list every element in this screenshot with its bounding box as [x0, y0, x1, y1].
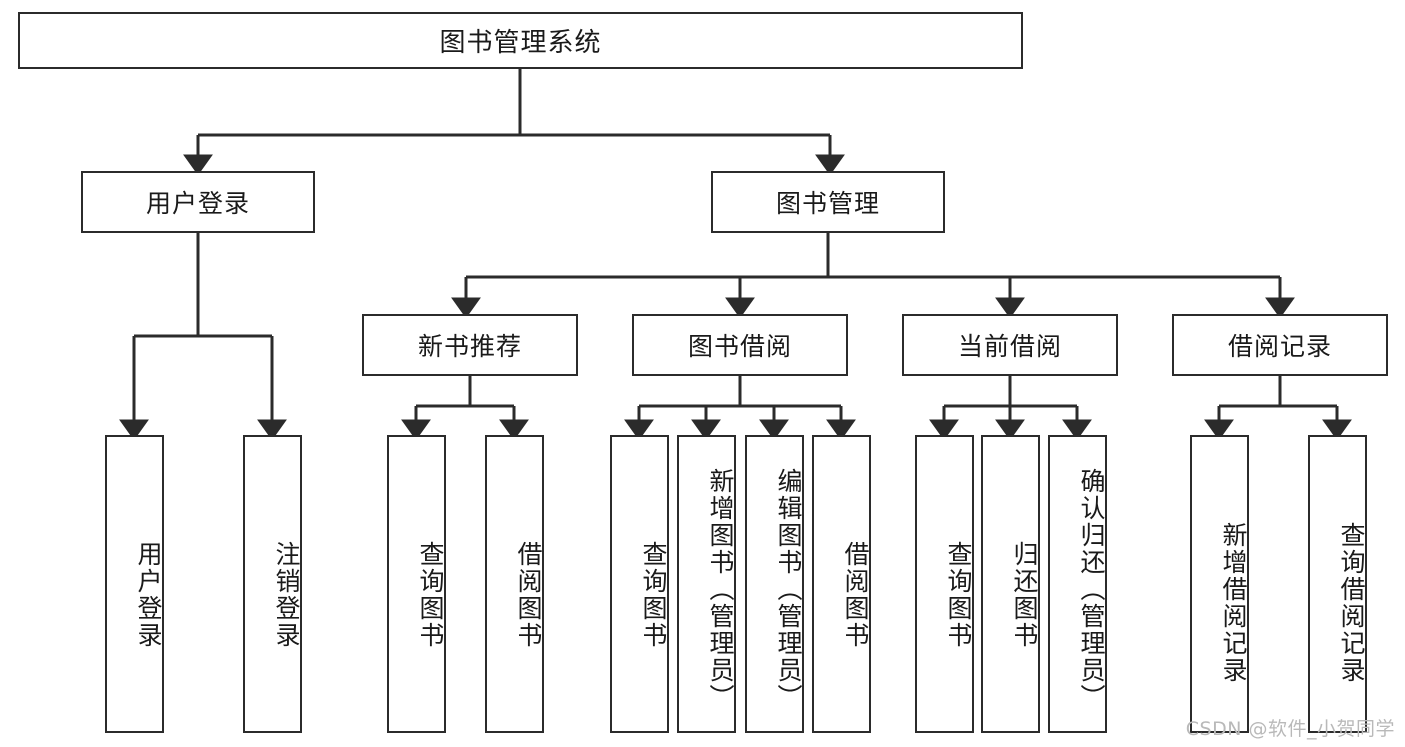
leaf-query-record[interactable]: 查询借阅记录 — [1308, 435, 1367, 733]
node-new-book-recommend[interactable]: 新书推荐 — [362, 314, 578, 376]
node-label: 图书管理系统 — [439, 28, 602, 58]
node-label: 图书借阅 — [687, 332, 792, 361]
leaf-query-book-1[interactable]: 查询图书 — [387, 435, 446, 733]
leaf-query-book-3[interactable]: 查询图书 — [915, 435, 974, 733]
node-book-management[interactable]: 图书管理 — [711, 171, 945, 233]
leaf-borrow-book-1[interactable]: 借阅图书 — [485, 435, 544, 733]
leaf-edit-book[interactable]: 编辑图书（管理员） — [745, 435, 804, 733]
leaf-add-record[interactable]: 新增借阅记录 — [1190, 435, 1249, 733]
node-label: 借阅图书 — [514, 541, 543, 649]
node-label: 查询图书 — [639, 541, 668, 649]
node-label: 借阅记录 — [1227, 332, 1332, 361]
node-label: 编辑图书（管理员） — [774, 467, 803, 711]
node-user-login[interactable]: 用户登录 — [81, 171, 315, 233]
leaf-borrow-book-2[interactable]: 借阅图书 — [812, 435, 871, 733]
leaf-return-book[interactable]: 归还图书 — [981, 435, 1040, 733]
node-label: 用户登录 — [145, 189, 250, 218]
node-label: 归还图书 — [1010, 541, 1039, 649]
node-label: 新增图书（管理员） — [706, 467, 735, 711]
node-borrow-record[interactable]: 借阅记录 — [1172, 314, 1388, 376]
node-label: 当前借阅 — [957, 332, 1062, 361]
node-label: 查询图书 — [944, 541, 973, 649]
leaf-add-book[interactable]: 新增图书（管理员） — [677, 435, 736, 733]
watermark-text: CSDN @软件_小贺同学 — [1185, 718, 1395, 740]
node-label: 借阅图书 — [841, 541, 870, 649]
node-label: 新书推荐 — [417, 332, 522, 361]
node-label: 新增借阅记录 — [1219, 522, 1248, 684]
node-label: 注销登录 — [272, 541, 301, 649]
node-label: 查询图书 — [416, 541, 445, 649]
leaf-logout-login[interactable]: 注销登录 — [243, 435, 302, 733]
node-label: 用户登录 — [134, 541, 163, 649]
node-current-borrow[interactable]: 当前借阅 — [902, 314, 1118, 376]
node-label: 图书管理 — [775, 189, 880, 218]
node-root-system[interactable]: 图书管理系统 — [18, 12, 1023, 69]
leaf-query-book-2[interactable]: 查询图书 — [610, 435, 669, 733]
leaf-user-login[interactable]: 用户登录 — [105, 435, 164, 733]
node-label: 确认归还（管理员） — [1077, 467, 1106, 711]
node-book-borrow[interactable]: 图书借阅 — [632, 314, 848, 376]
node-label: 查询借阅记录 — [1337, 522, 1366, 684]
leaf-confirm-return[interactable]: 确认归还（管理员） — [1048, 435, 1107, 733]
